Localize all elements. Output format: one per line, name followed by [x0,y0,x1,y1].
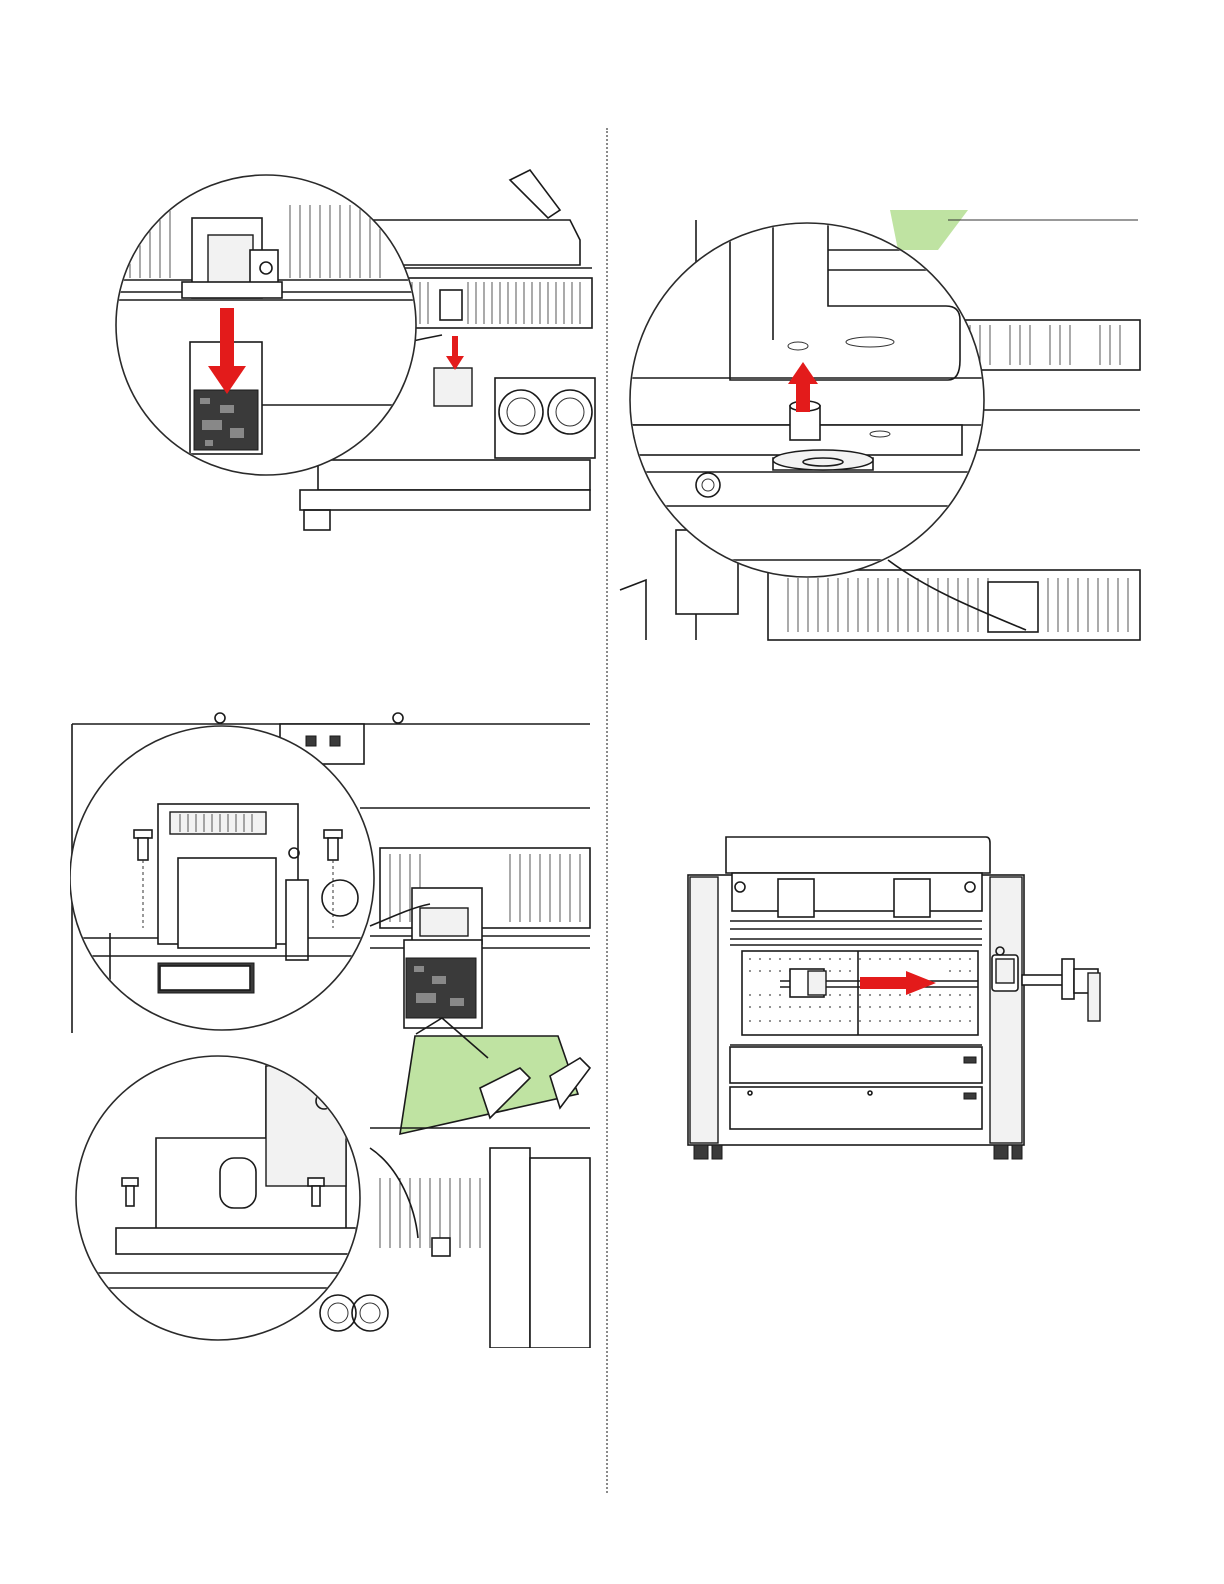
figure-a-small-arrow [446,336,464,370]
figure-c-zoom-circle-top [70,726,380,1030]
figure-d-machine [688,837,1100,1159]
figure-a-carriage-removal [70,160,600,550]
figure-c-zoom-circle-bottom [70,1056,370,1340]
column-divider [606,128,608,1493]
figure-d-carriage-move [680,825,1150,1170]
figure-c-mounting-screws [70,708,600,1348]
figure-b-pin-alignment [618,210,1148,650]
figure-c-lower-grille [380,1178,480,1248]
